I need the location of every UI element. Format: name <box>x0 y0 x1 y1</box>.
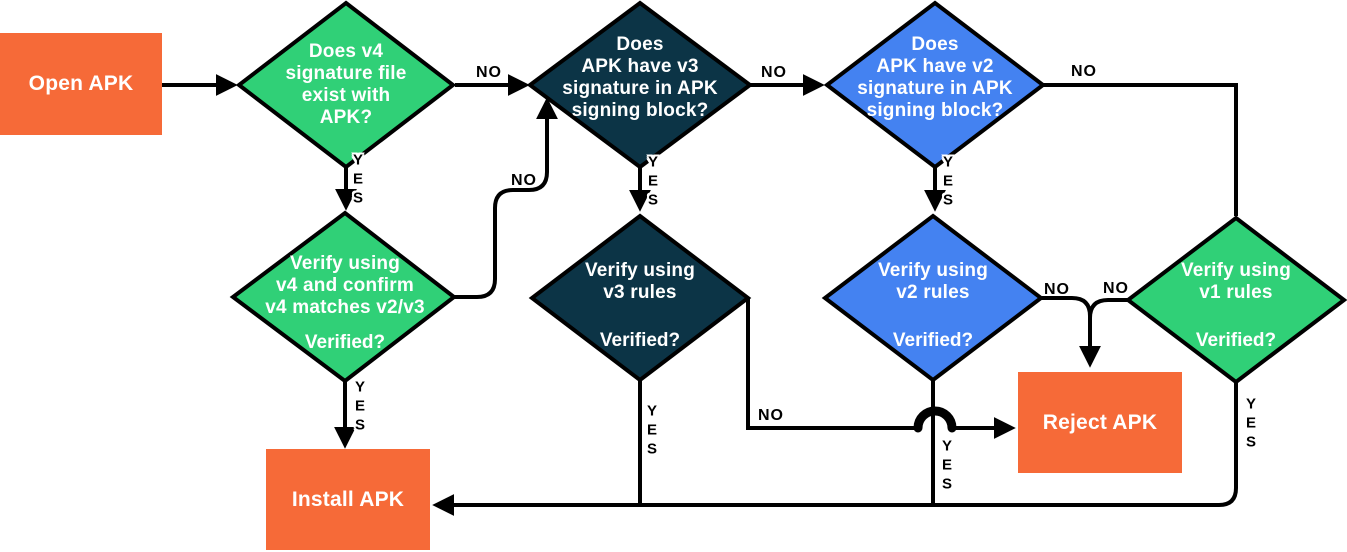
edge-qv2-no-to-verifyv1 <box>1043 83 1238 216</box>
edge-verifyv1-no-to-reject <box>1088 298 1128 340</box>
q-v4-no-label: NO <box>476 64 502 81</box>
q-v3-no-label: NO <box>761 64 787 81</box>
verify-v3-diamond <box>528 213 752 383</box>
verify-v1-no-label: NO <box>1103 280 1129 297</box>
q-v2-yes-label: YES <box>939 153 957 211</box>
verify-v3-no-label: NO <box>758 407 784 424</box>
install-apk-node <box>266 449 430 550</box>
edge-line-hop <box>913 406 957 433</box>
q-v2-diamond <box>823 0 1047 170</box>
edge-verifyv1-yes-to-install <box>432 382 1238 516</box>
verify-v4-diamond <box>229 210 458 384</box>
verify-v4-no-label: NO <box>511 172 537 189</box>
verify-v1-yes-label: YES <box>1242 395 1260 453</box>
q-v2-no-label: NO <box>1071 63 1097 80</box>
verify-v2-yes-label: YES <box>938 437 956 495</box>
open-apk-node <box>0 33 162 135</box>
q-v3-diamond <box>526 0 754 170</box>
q-v4-yes-label: YES <box>349 151 367 209</box>
verify-v3-yes-label: YES <box>643 402 661 460</box>
reject-apk-node <box>1018 372 1182 473</box>
edge-verifyv4-no-to-qv3 <box>454 97 558 299</box>
edge-verifyv2-no-to-reject <box>1041 296 1101 368</box>
verify-v1-diamond <box>1124 215 1347 385</box>
verify-v4-yes-label: YES <box>351 378 369 436</box>
q-v3-yes-label: YES <box>644 153 662 211</box>
q-v4-diamond <box>235 0 457 170</box>
verify-v2-no-label: NO <box>1044 281 1070 298</box>
verify-v2-diamond <box>821 213 1045 383</box>
